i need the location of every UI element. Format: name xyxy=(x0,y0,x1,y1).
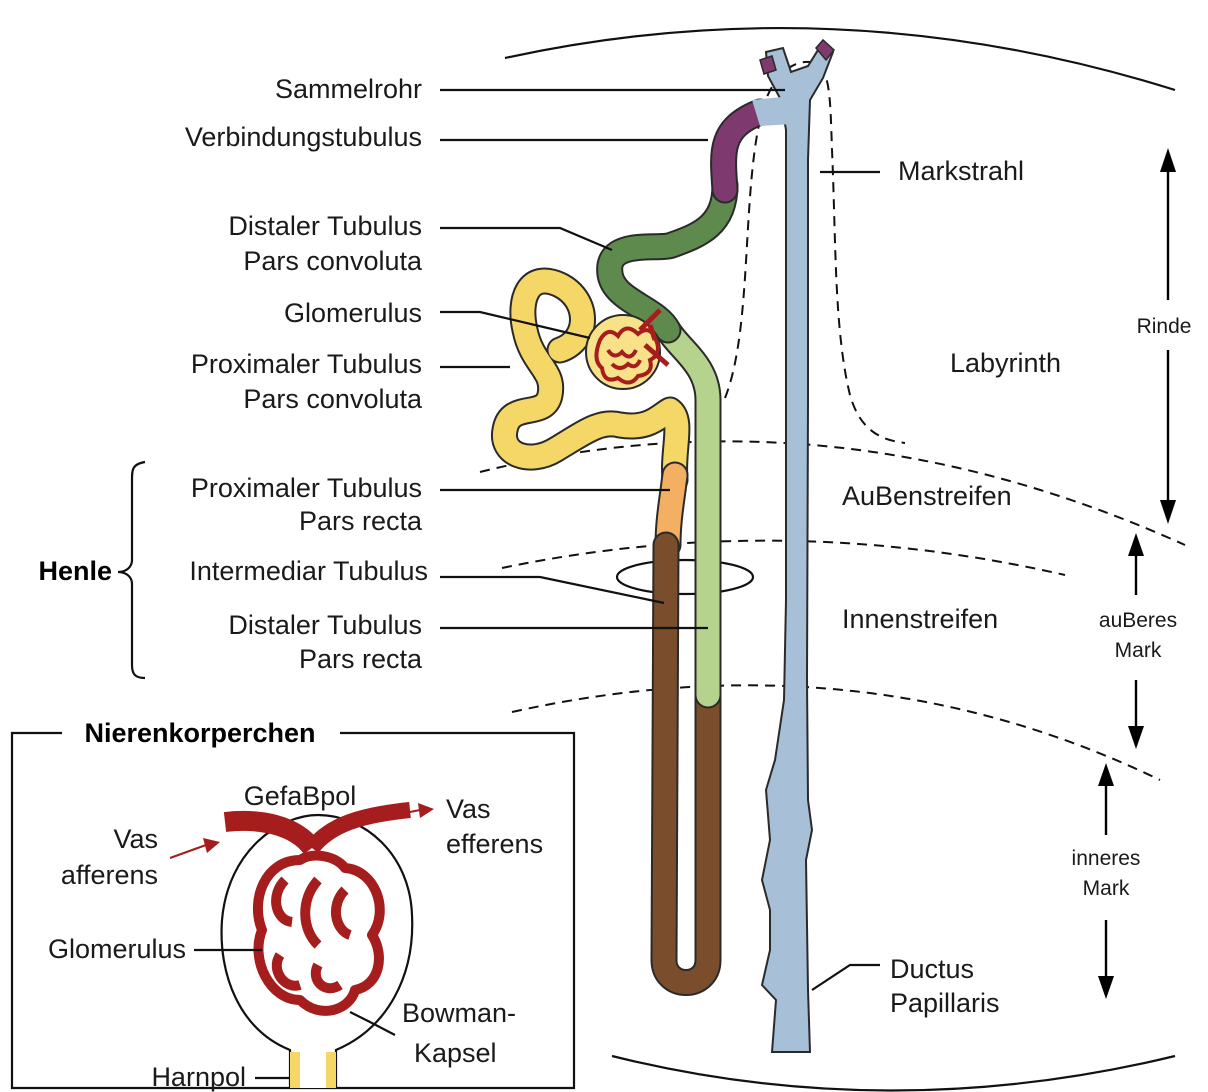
label-glomerulus: Glomerulus xyxy=(284,298,422,328)
label-distaler-pc-1: Distaler Tubulus xyxy=(228,211,422,241)
label-labyrinth: Labyrinth xyxy=(950,348,1061,378)
label-distaler-pr-1: Distaler Tubulus xyxy=(228,610,422,640)
inset-label-harnpol: Harnpol xyxy=(151,1062,246,1092)
vas-efferens-arrowhead xyxy=(418,803,434,818)
label-verbindungstubulus: Verbindungstubulus xyxy=(185,122,422,152)
inset-label-gefasspol: GefaBpol xyxy=(244,781,357,811)
label-rinde: Rinde xyxy=(1137,315,1192,338)
inset-label-vas-afferens-1: Vas xyxy=(113,824,158,854)
inset-label-bowman-2: Kapsel xyxy=(414,1038,497,1068)
outer-inner-stripe-boundary xyxy=(502,541,1065,575)
leader-distaler-pc xyxy=(440,228,612,250)
leader-intermediar xyxy=(440,577,664,603)
connecting-tubule xyxy=(724,112,760,190)
collecting-duct xyxy=(762,42,833,1052)
label-proximaler-pc-1: Proximaler Tubulus xyxy=(191,349,422,379)
label-inneres-2: Mark xyxy=(1083,877,1130,900)
intermediate-tubule-ellipse xyxy=(617,560,753,594)
label-innenstreifen: Innenstreifen xyxy=(842,604,998,634)
vas-afferens-arrow xyxy=(170,845,206,858)
label-proximaler-pr-2: Pars recta xyxy=(299,506,423,536)
label-aussenstreifen: AuBenstreifen xyxy=(842,481,1012,511)
papilla-bottom-arc xyxy=(612,1056,1175,1091)
inset-label-vas-efferens-1: Vas xyxy=(446,794,491,824)
label-proximaler-pc-2: Pars convoluta xyxy=(243,384,423,414)
inset-label-vas-efferens-2: efferens xyxy=(446,829,543,859)
label-ausseres-1: auBeres xyxy=(1099,609,1177,632)
label-distaler-pr-2: Pars recta xyxy=(299,644,423,674)
outer-inner-medulla-boundary xyxy=(512,685,1160,780)
harnpol-right-wall xyxy=(326,1052,336,1088)
label-proximaler-pr-1: Proximaler Tubulus xyxy=(191,473,422,503)
inset-nierenkorperchen: Nierenkorperchen GefaBpol Vas affer xyxy=(12,718,574,1092)
cortex-medulla-boundary xyxy=(480,441,1185,545)
vas-afferens-arrowhead xyxy=(203,838,220,853)
inset-label-vas-afferens-2: afferens xyxy=(61,860,158,890)
label-henle: Henle xyxy=(38,556,112,586)
henle-bracket xyxy=(118,462,145,678)
label-sammelrohr: Sammelrohr xyxy=(275,74,422,104)
label-inneres-1: inneres xyxy=(1072,847,1141,870)
label-ductus-2: Papillaris xyxy=(890,988,1000,1018)
cortex-outer-arc xyxy=(505,28,1175,90)
label-markstrahl: Markstrahl xyxy=(898,156,1024,186)
leader-ductus xyxy=(812,965,880,990)
label-ductus-1: Ductus xyxy=(890,954,974,984)
inset-label-bowman-1: Bowman- xyxy=(402,998,516,1028)
harnpol-left-wall xyxy=(290,1052,300,1088)
label-ausseres-2: Mark xyxy=(1115,639,1162,662)
label-distaler-pc-2: Pars convoluta xyxy=(243,246,423,276)
label-intermediar: Intermediar Tubulus xyxy=(189,556,428,586)
inset-label-glomerulus: Glomerulus xyxy=(48,934,186,964)
inset-title: Nierenkorperchen xyxy=(84,718,315,748)
